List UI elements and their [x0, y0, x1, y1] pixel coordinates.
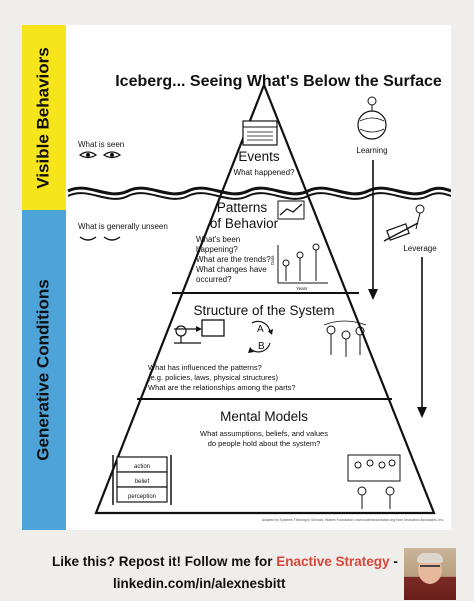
structure-node-a: A: [257, 324, 264, 335]
events-heading: Events: [238, 149, 280, 164]
structure-q1: What has influenced the patterns?: [148, 363, 262, 372]
open-eyes-icon: [78, 151, 122, 159]
stack-perception: perception: [128, 494, 156, 500]
generative-conditions-label: Generative Conditions: [34, 279, 53, 461]
growing-children-chart-icon: [277, 243, 328, 284]
waterline-shadow: [67, 192, 451, 200]
ladder-stack-icon: [112, 455, 172, 505]
patterns-q1: What's been: [196, 235, 240, 244]
closed-eyes-icon: [79, 236, 121, 241]
lever-figure-icon: [383, 204, 425, 242]
mental-heading: Mental Models: [220, 409, 308, 424]
structure-q3: What are the relationships among the par…: [148, 383, 296, 392]
globe-sitter-icon: [357, 96, 387, 140]
enactive-strategy-link[interactable]: Enactive Strategy: [276, 554, 390, 569]
crowd-sketch-icon: [347, 454, 401, 509]
waterline: [67, 186, 451, 196]
patterns-axis-x: Years: [296, 286, 308, 291]
down-arrow-short: [368, 160, 378, 300]
pyramid-outline: [94, 82, 436, 515]
people-group-icon: [323, 320, 367, 357]
patterns-q5: occurred?: [196, 275, 232, 284]
patterns-heading-line1: Patterns: [217, 200, 268, 215]
stack-belief: belief: [135, 479, 150, 485]
learning-label: Learning: [356, 146, 387, 155]
iceberg-card: Iceberg... Seeing What's Below the Surfa…: [66, 25, 451, 530]
feedback-loop-icon: [248, 320, 273, 353]
footer: Like this? Repost it! Follow me for Enac…: [0, 541, 474, 601]
footer-cta: Like this? Repost it! Follow me for Enac…: [52, 554, 398, 569]
stack-action: action: [134, 464, 150, 470]
mental-q2: do people hold about the system?: [208, 439, 321, 448]
patterns-q4: What changes have: [196, 265, 267, 274]
structure-q2: (e.g. policies, laws, physical structure…: [148, 373, 279, 382]
linkedin-url[interactable]: linkedin.com/in/alexnesbitt: [113, 576, 286, 591]
diagram-title: Iceberg... Seeing What's Below the Surfa…: [115, 73, 442, 90]
patterns-axis-y: Data: [270, 255, 275, 265]
structure-node-b: B: [258, 341, 265, 352]
seen-label: What is seen: [78, 140, 124, 149]
patterns-heading-line2: of Behavior: [210, 216, 279, 231]
author-photo: [404, 548, 456, 600]
trend-chart-icon: [277, 200, 305, 220]
stock-flow-icon: [174, 319, 225, 344]
down-arrow-long: [417, 257, 427, 418]
iceberg-diagram: Events What happened? What is seen What …: [67, 82, 451, 522]
events-question: What happened?: [234, 168, 295, 177]
patterns-q3: What are the trends?: [196, 255, 271, 264]
sidebar-visible-behaviors: Visible Behaviors: [22, 25, 66, 210]
credit-line: Adapted by Systems Thinking in Schools: …: [262, 518, 444, 522]
mental-q1: What assumptions, beliefs, and values: [200, 429, 328, 438]
footer-dash: -: [389, 554, 398, 569]
newspaper-icon: [242, 120, 278, 146]
structure-heading: Structure of the System: [193, 303, 334, 318]
footer-cta-text: Like this? Repost it! Follow me for: [52, 554, 277, 569]
patterns-q2: happening?: [196, 245, 238, 254]
sidebar-generative-conditions: Generative Conditions: [22, 210, 66, 530]
leverage-label: Leverage: [403, 244, 437, 253]
unseen-label: What is generally unseen: [78, 222, 168, 231]
visible-behaviors-label: Visible Behaviors: [34, 46, 54, 189]
